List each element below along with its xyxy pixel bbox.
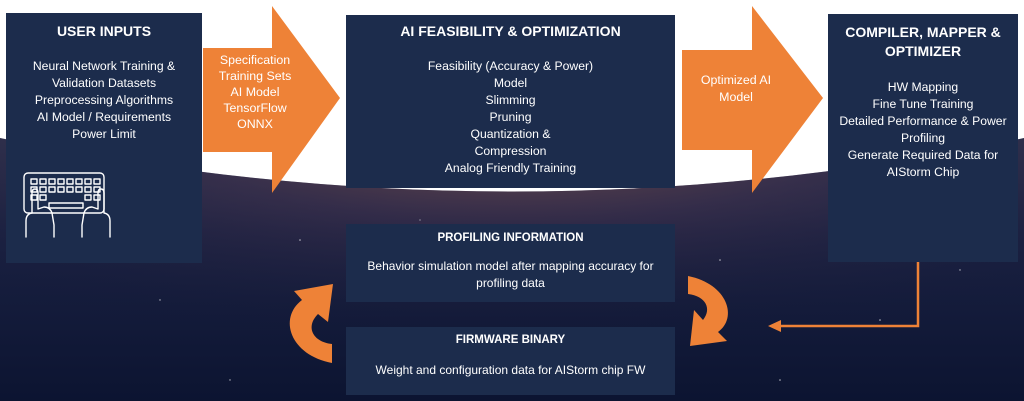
arrow2-label: Optimized AI Model — [684, 72, 788, 106]
feedback-line-arrowhead — [768, 320, 781, 332]
feasibility-text: Feasibility (Accuracy & Power) Model Sli… — [346, 58, 675, 177]
arrow-feasibility-to-compiler — [682, 6, 823, 193]
user-inputs-line: Preprocessing Algorithms — [34, 93, 174, 107]
feasibility-title: AI FEASIBILITY & OPTIMIZATION — [400, 23, 621, 39]
arrow-user-to-feasibility — [203, 6, 340, 193]
feasibility-line: Quantization & — [470, 127, 551, 141]
arrow1-line: AI Model — [230, 85, 280, 99]
compiler-line: Fine Tune Training — [872, 97, 974, 111]
feasibility-line: Model — [493, 76, 528, 90]
user-inputs-line: Neural Network Training & — [32, 59, 176, 73]
user-inputs-title: USER INPUTS — [56, 23, 152, 39]
arrow2-line: Model — [719, 90, 753, 104]
user-inputs-line: Power Limit — [72, 127, 136, 141]
firmware-title: FIRMWARE BINARY — [455, 334, 566, 346]
curved-arrow-right — [688, 276, 728, 346]
firmware-text: Weight and configuration data for AIStor… — [346, 362, 675, 379]
arrow1-line: TensorFlow — [223, 101, 287, 115]
compiler-line: HW Mapping — [887, 80, 959, 94]
arrow1-line: ONNX — [237, 117, 273, 131]
firmware-box: FIRMWARE BINARY Weight and configuration… — [346, 327, 675, 395]
compiler-line: AIStorm Chip — [886, 165, 960, 179]
compiler-box: COMPILER, MAPPER & OPTIMIZER HW Mapping … — [828, 14, 1018, 262]
feasibility-line: Feasibility (Accuracy & Power) — [427, 59, 594, 73]
profiling-line: profiling data — [476, 276, 545, 290]
arrow2-line: Optimized AI — [700, 73, 772, 87]
compiler-title: COMPILER, MAPPER & OPTIMIZER — [828, 23, 1018, 61]
feasibility-box: AI FEASIBILITY & OPTIMIZATION Feasibilit… — [346, 15, 675, 188]
arrow1-label: Specification Training Sets AI Model Ten… — [203, 52, 307, 132]
compiler-line: Generate Required Data for — [847, 148, 999, 162]
compiler-title-line: COMPILER, MAPPER & — [845, 24, 1001, 40]
feasibility-line: Slimming — [485, 93, 536, 107]
arrow1-line: Training Sets — [218, 69, 292, 83]
feasibility-line: Analog Friendly Training — [444, 161, 577, 175]
profiling-box: PROFILING INFORMATION Behavior simulatio… — [346, 224, 675, 302]
compiler-text: HW Mapping Fine Tune Training Detailed P… — [828, 79, 1018, 181]
compiler-line: Detailed Performance & Power — [839, 114, 1007, 128]
user-inputs-box: USER INPUTS Neural Network Training & Va… — [6, 13, 202, 263]
profiling-title: PROFILING INFORMATION — [437, 232, 584, 244]
compiler-line: Profiling — [900, 131, 946, 145]
feasibility-line: Compression — [474, 144, 547, 158]
user-inputs-text: Neural Network Training & Validation Dat… — [6, 58, 202, 143]
keyboard-hands-icon — [23, 172, 111, 238]
feasibility-line: Pruning — [489, 110, 532, 124]
user-inputs-line: Validation Datasets — [51, 76, 157, 90]
firmware-line: Weight and configuration data for AIStor… — [375, 363, 646, 377]
user-inputs-line: AI Model / Requirements — [36, 110, 172, 124]
curved-arrow-left — [289, 284, 333, 363]
profiling-text: Behavior simulation model after mapping … — [346, 258, 675, 292]
profiling-line: Behavior simulation model after mapping … — [367, 259, 654, 273]
arrow1-line: Specification — [219, 53, 291, 67]
feedback-line — [780, 262, 920, 328]
compiler-title-line: OPTIMIZER — [884, 43, 962, 59]
